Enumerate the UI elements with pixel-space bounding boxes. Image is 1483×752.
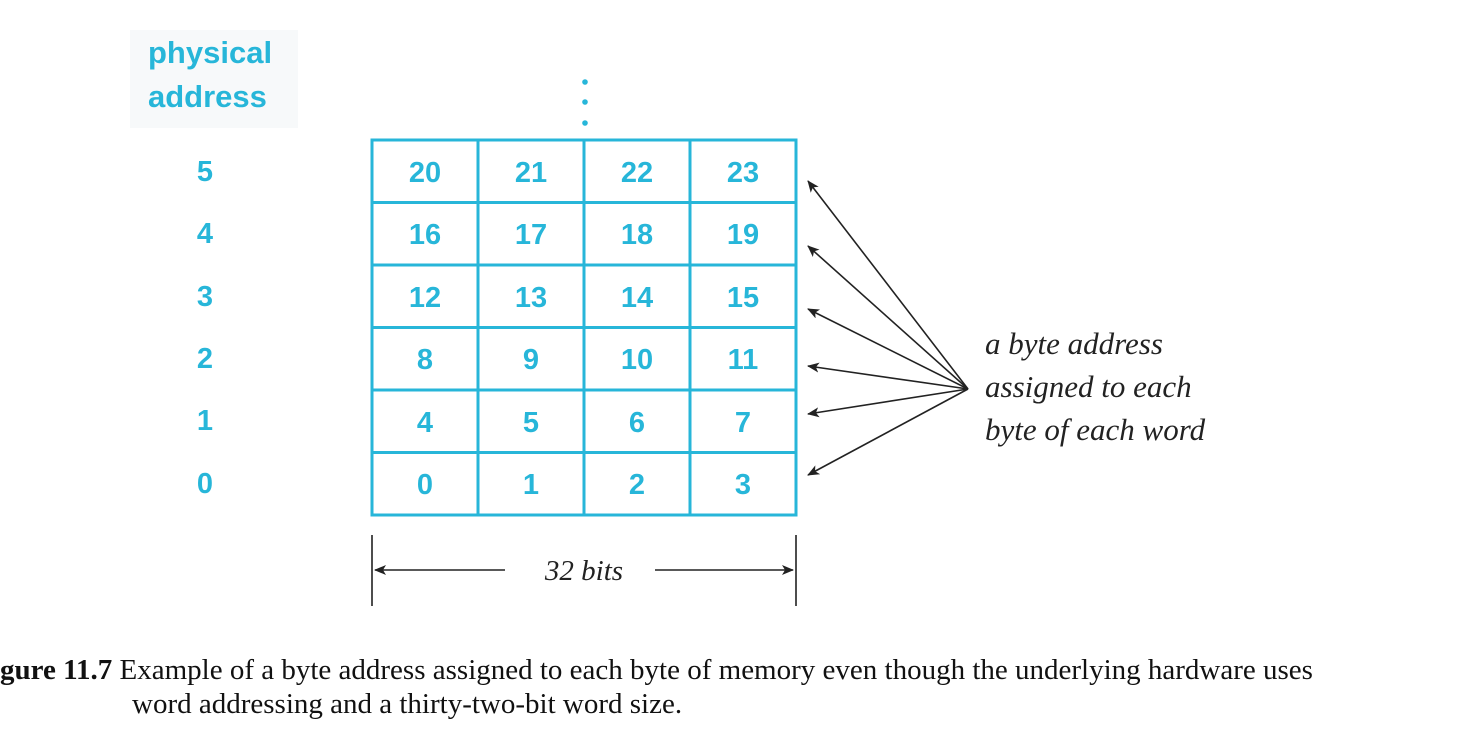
callout-arrow <box>807 308 969 390</box>
grid-cells: 20 21 22 23 16 17 18 19 12 13 14 15 8 9 … <box>409 157 759 501</box>
byte-cell: 15 <box>727 282 759 314</box>
byte-cell: 4 <box>417 407 433 439</box>
byte-cell: 6 <box>629 407 645 439</box>
row-labels: 5 4 3 2 1 0 <box>197 156 213 500</box>
width-label: 32 bits <box>544 555 623 587</box>
byte-cell: 0 <box>417 469 433 501</box>
byte-cell: 1 <box>523 469 539 501</box>
byte-cell: 8 <box>417 344 433 376</box>
byte-cell: 3 <box>735 469 751 501</box>
row-label: 4 <box>197 218 213 250</box>
row-label: 1 <box>197 405 213 437</box>
caption-line-2: word addressing and a thirty-two-bit wor… <box>132 688 683 720</box>
callout-arrows <box>807 180 969 476</box>
byte-cell: 12 <box>409 282 441 314</box>
byte-cell: 11 <box>728 344 759 376</box>
byte-cell: 13 <box>515 282 547 314</box>
byte-cell: 21 <box>515 157 547 189</box>
header-address: address <box>148 79 267 114</box>
byte-cell: 2 <box>629 469 645 501</box>
byte-cell: 23 <box>727 157 759 189</box>
row-label: 3 <box>197 281 213 313</box>
row-label: 2 <box>197 343 213 375</box>
byte-cell: 20 <box>409 157 441 189</box>
width-dimension <box>371 535 797 606</box>
callout-line: assigned to each <box>985 369 1192 404</box>
caption-text-1: Example of a byte address assigned to ea… <box>112 654 1313 686</box>
row-label: 0 <box>197 468 213 500</box>
callout-line: byte of each word <box>985 412 1206 447</box>
callout-arrow <box>807 388 969 476</box>
byte-cell: 19 <box>727 219 759 251</box>
header-backdrop <box>130 30 298 128</box>
callout-line: a byte address <box>985 326 1163 361</box>
figure-label: gure 11.7 <box>0 654 113 686</box>
byte-cell: 16 <box>409 219 441 251</box>
byte-cell: 18 <box>621 219 653 251</box>
byte-cell: 14 <box>621 282 653 314</box>
memory-grid <box>370 138 798 517</box>
byte-cell: 5 <box>523 407 539 439</box>
caption-line-1: gure 11.7 Example of a byte address assi… <box>0 652 1313 688</box>
row-label: 5 <box>197 156 213 188</box>
callout-arrow <box>807 180 969 390</box>
callout-text: a byte address assigned to each byte of … <box>985 326 1206 447</box>
byte-cell: 10 <box>621 344 653 376</box>
byte-cell: 17 <box>515 219 547 251</box>
byte-cell: 7 <box>735 407 751 439</box>
callout-arrow <box>807 245 969 390</box>
callout-arrow <box>807 362 969 390</box>
header-physical: physical <box>148 35 272 70</box>
continuation-dots <box>582 79 588 126</box>
byte-cell: 22 <box>621 157 653 189</box>
byte-cell: 9 <box>523 344 539 376</box>
callout-arrow <box>807 388 969 418</box>
